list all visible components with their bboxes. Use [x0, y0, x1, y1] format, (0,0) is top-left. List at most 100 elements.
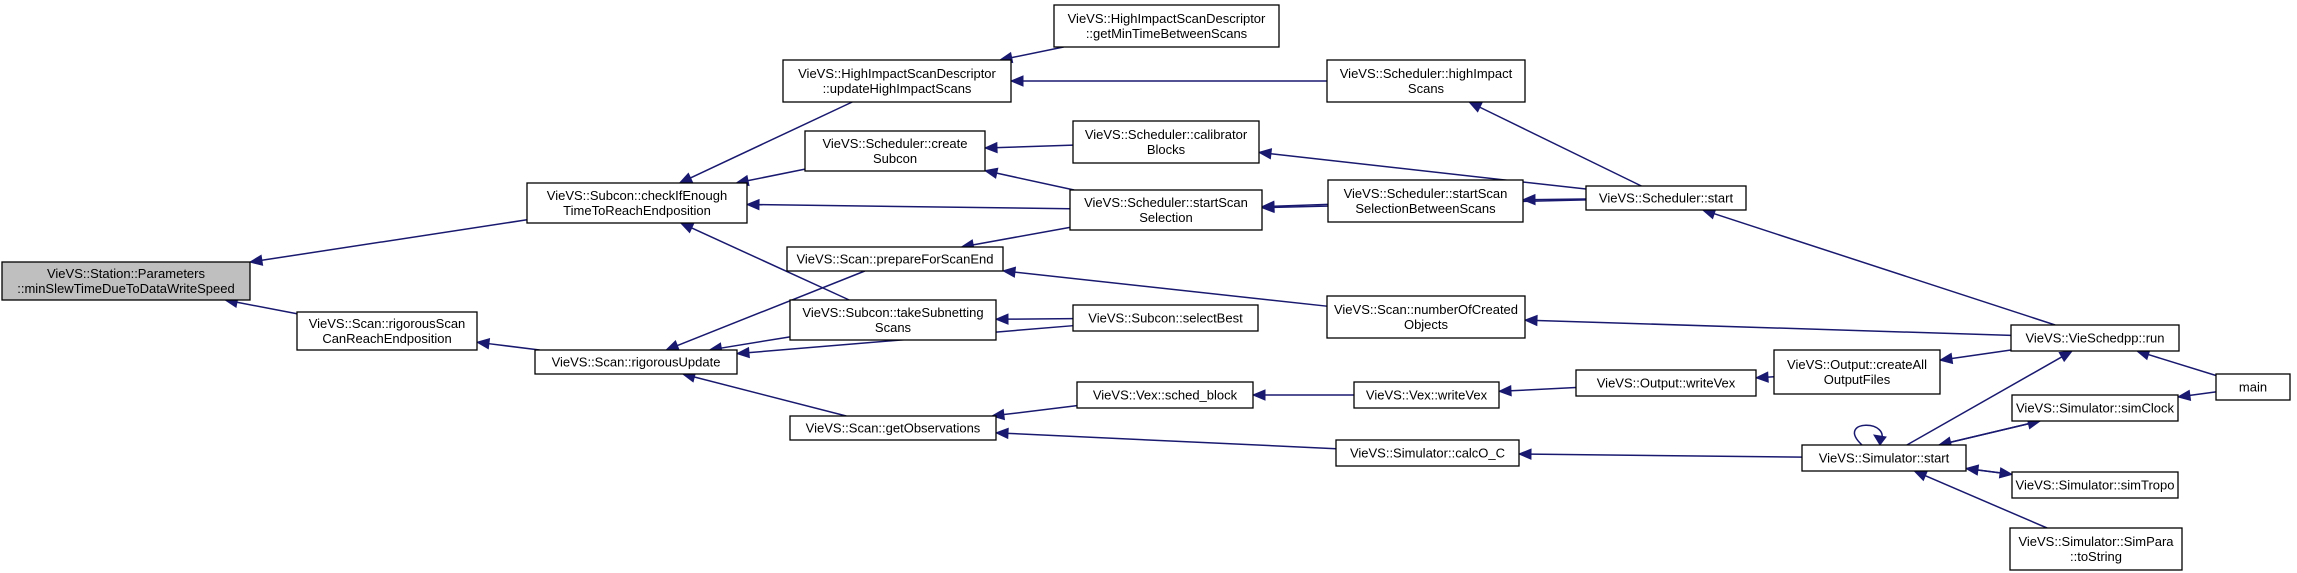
node-n3[interactable]: VieVS::HighImpactScanDescriptor::updateH… — [782, 59, 1012, 103]
edge-n5-to-n7 — [664, 270, 866, 351]
edge-n22-to-n25 — [1965, 467, 2014, 479]
node-box — [1, 261, 251, 301]
edge-n21-to-n20 — [1754, 371, 1775, 383]
edge-n22-to-n18 — [1517, 448, 1803, 460]
edge-n14-to-n3 — [1009, 75, 1327, 87]
edge-n12-to-n6 — [994, 313, 1074, 325]
node-box — [1327, 179, 1524, 223]
node-n12[interactable]: VieVS::Subcon::selectBest — [1072, 304, 1259, 332]
node-n20[interactable]: VieVS::Output::writeVex — [1575, 369, 1757, 397]
node-label: VieVS::Subcon::checkIfEnough — [547, 188, 727, 203]
edge-n1-to-n0 — [248, 219, 528, 266]
node-box — [296, 311, 478, 351]
node-label: VieVS::Station::Parameters — [47, 266, 206, 281]
node-n2[interactable]: VieVS::Scan::rigorousScanCanReachEndposi… — [296, 311, 478, 351]
node-n17[interactable]: VieVS::Vex::writeVex — [1353, 381, 1500, 409]
node-n8[interactable]: VieVS::Scan::getObservations — [789, 415, 997, 441]
node-n24[interactable]: VieVS::Simulator::simClock — [2011, 394, 2179, 422]
node-label: SelectionBetweenScans — [1355, 201, 1496, 216]
node-label: VieVS::Scan::getObservations — [806, 421, 981, 436]
node-label: VieVS::Scan::rigorousUpdate — [552, 355, 721, 370]
edge-n11-to-n4 — [983, 167, 1075, 191]
node-n19[interactable]: VieVS::Scheduler::start — [1585, 185, 1747, 211]
node-label: VieVS::Subcon::selectBest — [1088, 311, 1243, 326]
node-label: VieVS::Output::createAll — [1787, 357, 1927, 372]
node-label: ::updateHighImpactScans — [823, 81, 972, 96]
node-label: VieVS::Simulator::simTropo — [2016, 478, 2175, 493]
edge-n27-to-n24 — [2176, 389, 2217, 402]
node-box — [1072, 304, 1259, 332]
node-n0[interactable]: VieVS::Station::Parameters::minSlewTimeD… — [1, 261, 251, 301]
node-box — [2011, 471, 2179, 499]
node-label: Objects — [1404, 317, 1449, 332]
node-label: VieVS::VieSchedpp::run — [2025, 331, 2164, 346]
node-n18[interactable]: VieVS::Simulator::calcO_C — [1335, 439, 1520, 467]
node-box — [789, 415, 997, 441]
node-box — [1326, 59, 1526, 103]
node-label: VieVS::Vex::sched_block — [1093, 388, 1238, 403]
node-box — [1053, 4, 1280, 48]
node-label: VieVS::Simulator::simClock — [2016, 401, 2174, 416]
node-box — [1575, 369, 1757, 397]
node-label: TimeToReachEndposition — [563, 203, 711, 218]
node-label: Selection — [1139, 210, 1192, 225]
edge-n23-to-n16 — [1523, 314, 2012, 337]
edge-n18-to-n8 — [994, 427, 1337, 450]
node-n9[interactable]: VieVS::HighImpactScanDescriptor::getMinT… — [1053, 4, 1280, 48]
edge-n7-to-n2 — [475, 338, 540, 351]
node-label: VieVS::Scan::rigorousScan — [309, 316, 466, 331]
edge-n19-to-n14 — [1467, 101, 1642, 187]
node-box — [1069, 189, 1263, 231]
node-label: Blocks — [1147, 142, 1186, 157]
node-n15[interactable]: VieVS::Scheduler::startScanSelectionBetw… — [1327, 179, 1524, 223]
edge-n16-to-n5 — [1001, 266, 1328, 307]
node-label: ::minSlewTimeDueToDataWriteSpeed — [17, 281, 234, 296]
node-label: Subcon — [873, 151, 917, 166]
node-box — [1773, 349, 1941, 395]
node-label: VieVS::Scheduler::startScan — [1344, 186, 1508, 201]
edge-n22-to-n24 — [1938, 418, 2042, 446]
node-label: VieVS::Simulator::start — [1819, 451, 1950, 466]
node-label: VieVS::Output::writeVex — [1597, 376, 1736, 391]
edge-n22-to-n23 — [1906, 350, 2074, 446]
node-label: VieVS::Scan::numberOfCreated — [1334, 302, 1518, 317]
edge-n11-to-n1 — [745, 198, 1071, 211]
node-label: CanReachEndposition — [322, 331, 451, 346]
node-n22[interactable]: VieVS::Simulator::start — [1801, 444, 1967, 472]
edge-n17-to-n13 — [1251, 389, 1354, 401]
node-box — [526, 182, 748, 224]
edge-n13-to-n8 — [990, 404, 1078, 421]
node-n27[interactable]: main — [2215, 373, 2291, 401]
node-box — [2009, 527, 2183, 571]
node-label: VieVS::HighImpactScanDescriptor — [798, 66, 996, 81]
node-label: VieVS::Scheduler::calibrator — [1085, 127, 1248, 142]
edge-n19-to-n10 — [1257, 148, 1587, 190]
node-n26[interactable]: VieVS::Simulator::SimPara::toString — [2009, 527, 2183, 571]
node-n5[interactable]: VieVS::Scan::prepareForScanEnd — [786, 246, 1004, 272]
node-box — [1801, 444, 1967, 472]
node-label: VieVS::Simulator::calcO_C — [1350, 446, 1505, 461]
node-box — [1072, 120, 1260, 164]
node-n13[interactable]: VieVS::Vex::sched_block — [1076, 381, 1254, 409]
node-box — [1335, 439, 1520, 467]
node-box — [534, 349, 738, 375]
node-label: VieVS::Subcon::takeSubnetting — [802, 305, 983, 320]
node-box — [786, 246, 1004, 272]
node-n7[interactable]: VieVS::Scan::rigorousUpdate — [534, 349, 738, 375]
node-label: VieVS::Simulator::SimPara — [2018, 534, 2174, 549]
node-box — [789, 299, 997, 341]
node-n1[interactable]: VieVS::Subcon::checkIfEnoughTimeToReachE… — [526, 182, 748, 224]
edge-n23-to-n19 — [1701, 208, 2056, 326]
node-n25[interactable]: VieVS::Simulator::simTropo — [2011, 471, 2179, 499]
node-n23[interactable]: VieVS::VieSchedpp::run — [2010, 324, 2180, 352]
node-label: VieVS::HighImpactScanDescriptor — [1068, 11, 1266, 26]
node-label: VieVS::Scan::prepareForScanEnd — [796, 252, 993, 267]
